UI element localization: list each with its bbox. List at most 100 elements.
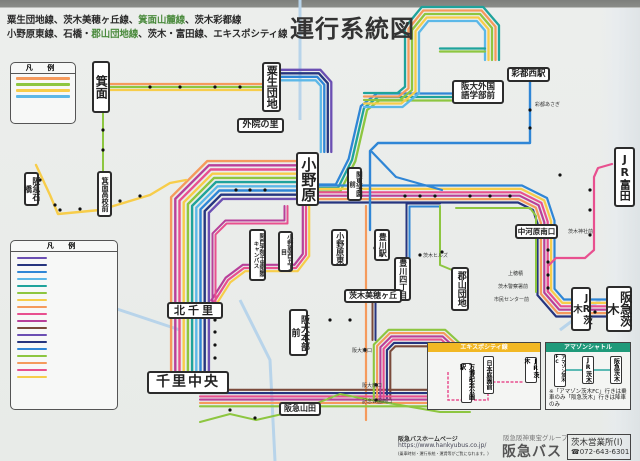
route-line-navy — [316, 201, 608, 318]
stop-label: 阪大東口 — [352, 348, 373, 354]
legend-swatch — [17, 348, 47, 350]
legend-swatch — [17, 306, 47, 308]
station-aogaodanchi: 粟生団地 — [262, 62, 281, 112]
route-list-line1-c: 、茨木彩都線 — [185, 15, 242, 26]
route-line-blue — [279, 75, 326, 154]
bus-stop-dot — [433, 194, 437, 198]
bus-stop-dot — [328, 318, 332, 322]
route-line-sky — [195, 185, 300, 374]
route-line-magenta — [210, 204, 304, 302]
bus-stop-dot — [546, 286, 550, 290]
stop-label: 市民センター前 — [494, 297, 530, 303]
legend-top-title: 凡 例 — [11, 63, 75, 74]
inset-station: JR茨木 — [523, 357, 539, 383]
bus-stop-dot — [558, 173, 562, 177]
inset-expocity-title: エキスポシティ線 — [428, 343, 540, 352]
station-geinosato: 外院の里 — [237, 118, 284, 133]
bus-stop-dot — [528, 126, 532, 130]
inset-expocity: エキスポシティ線 万博記念公園駅 日本庭園前 JR茨木 — [427, 342, 541, 410]
route-line-blue — [408, 205, 441, 259]
office-name: 茨木営業所(I) — [571, 438, 623, 448]
route-line-green — [186, 176, 300, 374]
legend-top: 凡 例 — [10, 62, 76, 124]
bus-stop-dot — [38, 178, 42, 182]
bus-stop-dot — [374, 383, 378, 387]
bus-stop-dot — [418, 194, 422, 198]
route-line-yellow — [362, 16, 490, 105]
legend-swatch — [17, 299, 47, 301]
station-hankyu-ishibashi: 阪急石橋 — [24, 172, 41, 206]
station-saito-nishi: 彩都西駅 — [507, 67, 550, 82]
legend-swatch — [17, 327, 47, 329]
legend-swatch — [16, 77, 70, 80]
bus-stop-dot — [101, 148, 105, 152]
station-kanto-gakuen: 関東学園前 — [347, 167, 362, 201]
route-line-purple — [207, 197, 300, 374]
legend-swatch — [17, 278, 47, 280]
route-line-teal — [362, 5, 501, 95]
stop-label: 阪大南口 — [362, 383, 383, 389]
stop-label: 彩都あさぎ — [535, 102, 561, 108]
route-list-line2-c: 、茨木・富田線、エキスポシティ線 — [138, 29, 288, 40]
route-line-yellow — [316, 187, 608, 304]
legend-swatch — [16, 83, 70, 86]
railway-line — [238, 299, 277, 461]
bus-stop-dot — [58, 208, 62, 212]
route-line-navy — [279, 72, 329, 154]
station-koriyama-danchi: 郡山団地 — [451, 267, 469, 311]
legend-swatch — [17, 362, 47, 364]
bus-stop-dot — [546, 273, 550, 277]
route-line-green — [362, 12, 494, 102]
stop-label: 茨木ヒルズ — [423, 253, 449, 259]
route-line-pink — [214, 205, 289, 303]
route-line-blue — [316, 184, 608, 301]
route-line-orange — [362, 9, 497, 98]
inset-station: 阪急茨木 — [610, 356, 622, 384]
legend-swatch — [17, 271, 47, 273]
bus-stop-dot — [213, 356, 217, 360]
bus-stop-dot — [418, 253, 422, 257]
bus-stop-dot — [546, 248, 550, 252]
route-line-sky — [279, 79, 322, 154]
station-jr-ibaraki: JR茨木 — [571, 287, 592, 331]
legend-swatch — [17, 376, 47, 378]
bus-stop-dot — [593, 310, 597, 314]
bus-stop-dot — [213, 85, 217, 89]
station-minoh: 箕面 — [92, 61, 110, 113]
bus-stop-dot — [374, 398, 378, 402]
route-list-line1-a: 粟生団地線、茨木美穂ヶ丘線、 — [7, 15, 139, 26]
station-senri-chuo: 千里中央 — [147, 371, 229, 394]
bus-stop-dot — [363, 348, 367, 352]
legend-swatch — [17, 257, 47, 259]
station-ibaraki-mihogaoka: 茨木美穂ヶ丘 — [344, 289, 402, 303]
legend-swatch — [16, 95, 70, 98]
footer-url[interactable]: https://www.hankyubus.co.jp/ — [398, 442, 487, 449]
route-list-line1-b: 箕面山麓線 — [138, 15, 186, 26]
route-line-yellow — [182, 172, 300, 374]
inset-station: 万博記念公園駅 — [459, 363, 475, 403]
footer-hp-label: 阪急バスホームページ — [398, 436, 458, 443]
station-kangaku: 関西学院千里国際キャンパス — [249, 229, 266, 281]
office-phone: ☎072-643-6301 — [571, 448, 630, 456]
legend-swatch — [16, 89, 70, 92]
station-nakagawara-minamiguchi: 中河原南口 — [515, 224, 558, 239]
footer-group: 阪急阪神東宝グループ — [503, 434, 568, 442]
bus-stop-dot — [403, 194, 407, 198]
route-line-navy — [405, 202, 441, 259]
inset-amazon-title: アマゾンシャトル — [546, 343, 630, 352]
route-line-orange — [169, 159, 300, 374]
route-line-pink — [316, 191, 608, 308]
route-line-purple — [279, 68, 333, 154]
bus-stop-dot — [248, 188, 252, 192]
route-line-pink — [546, 162, 614, 294]
inset-amazon-note: ※「アマゾン茨木FC」行きは乗車のみ「阪急茨木」行きは降車のみ — [549, 389, 627, 408]
bus-stop-dot — [488, 194, 492, 198]
route-line-magenta — [174, 164, 300, 374]
route-line-green — [439, 205, 453, 271]
station-hankyu-yamada: 阪急山田 — [279, 402, 321, 416]
route-line-blue — [370, 150, 444, 192]
bus-stop-dot — [588, 188, 592, 192]
route-line-pink — [178, 168, 300, 374]
